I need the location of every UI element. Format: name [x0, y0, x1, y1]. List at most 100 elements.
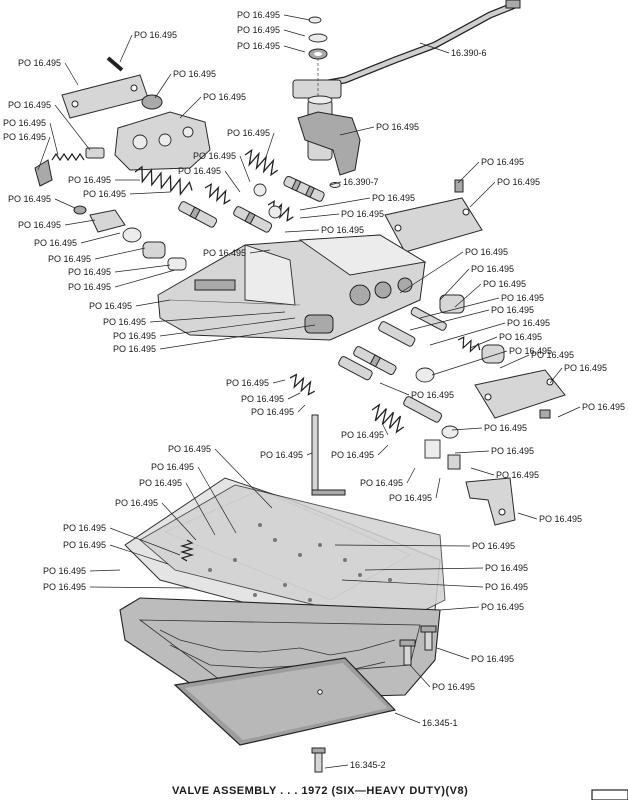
- part-label: PO 16.495: [483, 279, 526, 289]
- leader-line: [435, 477, 441, 499]
- filter-bolt: [311, 747, 326, 773]
- part-label: PO 16.495: [3, 132, 46, 142]
- part-label: PO 16.495: [134, 30, 177, 40]
- leader-line: [409, 309, 490, 331]
- part-label: PO 16.495: [227, 128, 270, 138]
- part-label: PO 16.495: [484, 423, 527, 433]
- leader-line: [431, 350, 508, 376]
- leader-line: [324, 764, 349, 769]
- detent-bracket: [465, 477, 516, 526]
- part-label: PO 16.495: [496, 470, 539, 480]
- part-label: PO 16.495: [43, 582, 86, 592]
- part-label: PO 16.495: [509, 346, 552, 356]
- leader-line: [409, 664, 431, 688]
- part-label: PO 16.495: [63, 523, 106, 533]
- part-label: PO 16.495: [151, 462, 194, 472]
- leader-line: [49, 122, 59, 156]
- leader-line: [64, 62, 79, 86]
- upper-spool-valves: [178, 175, 325, 233]
- leader-line: [283, 14, 311, 21]
- upper-left-housing: [114, 111, 211, 171]
- part-label: PO 16.495: [89, 301, 132, 311]
- leader-line: [89, 569, 121, 572]
- leader-line: [89, 586, 191, 589]
- part-label: PO 16.495: [485, 582, 528, 592]
- leader-line: [119, 34, 133, 63]
- leader-line: [37, 136, 51, 171]
- part-label: PO 16.495: [63, 540, 106, 550]
- part-label: PO 16.495: [539, 514, 582, 524]
- leader-line: [382, 424, 389, 436]
- part-label: PO 16.495: [8, 100, 51, 110]
- part-labels: PO 16.495 PO 16.495 PO 16.495 16.390-6 PO 16…: [3, 10, 625, 770]
- part-label: PO 16.495: [178, 166, 221, 176]
- part-label: PO 16.495: [83, 189, 126, 199]
- part-label: PO 16.495: [34, 238, 77, 248]
- artwork: [34, 0, 628, 800]
- leader-line: [80, 232, 121, 244]
- part-label: PO 16.495: [113, 331, 156, 341]
- part-label: PO 16.495: [168, 444, 211, 454]
- leader-line: [239, 155, 251, 183]
- part-label: PO 16.495: [564, 363, 607, 373]
- leader-line: [214, 448, 273, 509]
- part-label: 16.390-7: [343, 177, 379, 187]
- part-label: PO 16.495: [331, 450, 374, 460]
- leader-line: [341, 579, 484, 588]
- part-label: PO 16.495: [491, 305, 534, 315]
- part-label: PO 16.495: [321, 225, 364, 235]
- leader-line: [379, 382, 410, 396]
- leader-line: [399, 251, 464, 294]
- part-label: PO 16.495: [472, 541, 515, 551]
- part-label: PO 16.495: [471, 654, 514, 664]
- part-label: PO 16.495: [485, 563, 528, 573]
- part-label: PO 16.495: [113, 344, 156, 354]
- part-label: PO 16.495: [251, 407, 294, 417]
- part-label: PO 16.495: [173, 69, 216, 79]
- part-label: PO 16.495: [115, 498, 158, 508]
- part-label: PO 16.495: [237, 41, 280, 51]
- part-label: PO 16.495: [376, 122, 419, 132]
- part-label: PO 16.495: [501, 293, 544, 303]
- part-label: PO 16.495: [68, 267, 111, 277]
- left-plugs: [73, 205, 187, 271]
- leader-line: [159, 317, 296, 337]
- leader-line: [109, 544, 169, 565]
- part-label: PO 16.495: [360, 478, 403, 488]
- leader-line: [306, 452, 313, 456]
- part-label: 16.390-6: [451, 48, 487, 58]
- leader-line: [339, 126, 375, 136]
- leader-line: [159, 324, 316, 350]
- lower-middle-springs: [289, 356, 461, 470]
- leader-line: [557, 406, 581, 418]
- part-label: 16.345-2: [350, 760, 386, 770]
- right-lower-cover: [474, 369, 566, 419]
- page-tab: [591, 789, 628, 800]
- part-label: PO 16.495: [43, 566, 86, 576]
- leader-line: [436, 647, 470, 660]
- leader-line: [439, 268, 470, 301]
- leader-line: [287, 392, 301, 400]
- leader-line: [439, 606, 480, 611]
- leader-line: [283, 29, 306, 37]
- manual-valve-rod: [311, 414, 346, 496]
- part-label: PO 16.495: [139, 478, 182, 488]
- part-label: PO 16.495: [411, 390, 454, 400]
- leader-line: [451, 427, 483, 431]
- part-label: PO 16.495: [507, 318, 550, 328]
- leader-line: [284, 229, 320, 233]
- part-label: PO 16.495: [499, 332, 542, 342]
- part-label: PO 16.495: [481, 157, 524, 167]
- leader-line: [419, 42, 450, 54]
- part-label: PO 16.495: [226, 378, 269, 388]
- right-upper-cover: [384, 179, 483, 253]
- part-label: PO 16.495: [203, 92, 246, 102]
- part-label: PO 16.495: [471, 264, 514, 274]
- part-label: PO 16.495: [531, 350, 574, 360]
- part-label: PO 16.495: [68, 175, 111, 185]
- diagram-caption: VALVE ASSEMBLY . . . 1972 (SIX—HEAVY DUT…: [172, 785, 468, 797]
- leader-line: [377, 444, 389, 456]
- leader-line: [429, 322, 506, 346]
- part-label: PO 16.495: [203, 248, 246, 258]
- leader-line: [114, 264, 171, 273]
